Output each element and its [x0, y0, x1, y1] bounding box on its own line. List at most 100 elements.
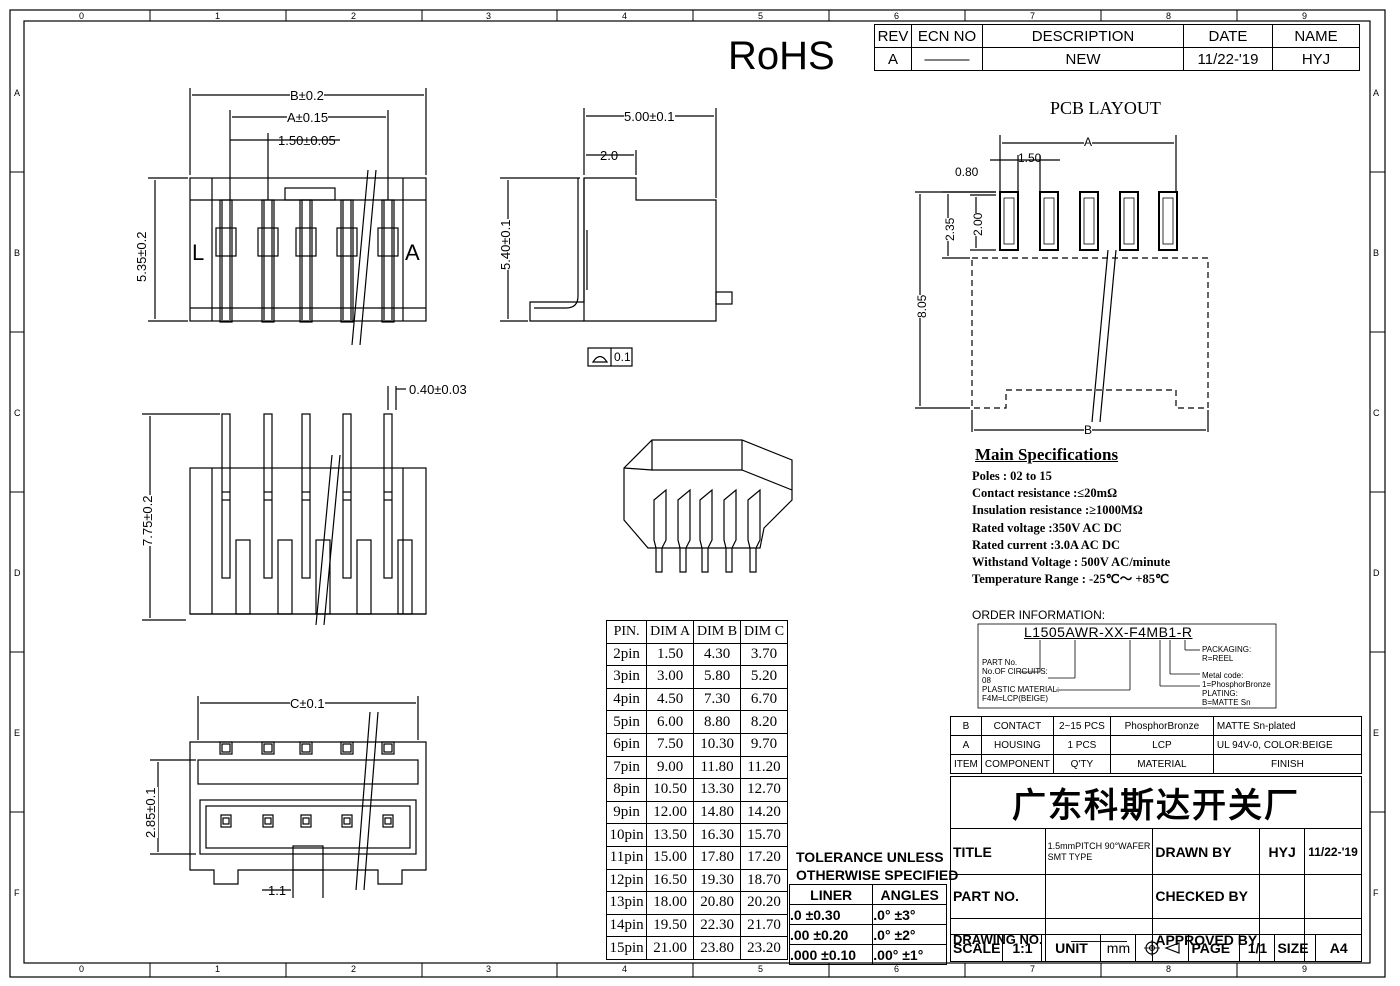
pcb-pad-inner [1003, 197, 1015, 245]
dim-c-value: 23.20 [740, 936, 788, 960]
name-value: HYJ [1272, 47, 1360, 71]
angle-3: .00° ±1° [872, 944, 947, 965]
dim-c-value: 8.20 [740, 710, 788, 734]
pin-foot [220, 814, 232, 828]
pin-top-inner [342, 743, 352, 753]
tolerance-table: LINER ANGLES .0 ±0.30 .0° ±3° .00 ±0.20 … [788, 884, 947, 965]
iso-pin [677, 488, 691, 573]
housing-slot [356, 539, 372, 615]
bottom-view [150, 696, 427, 898]
dim-c-value: 20.20 [740, 891, 788, 915]
title-value: 1.5mmPITCH 90°WAFER SMT TYPE [1044, 827, 1154, 876]
drawn-by-name: HYJ [1259, 827, 1305, 876]
pin-foot-inner [264, 817, 272, 825]
right-row-label: D [1373, 568, 1380, 578]
dim-775: 7.75±0.2 [140, 495, 155, 546]
bom-a-material: LCP [1109, 735, 1214, 755]
pin-top [381, 741, 395, 755]
polarity-a: A [405, 240, 420, 265]
order-note-circuits-value: 08 [982, 676, 991, 685]
pin-top-inner [301, 743, 311, 753]
pin-top-inner [383, 743, 393, 753]
name-header: NAME [1272, 24, 1360, 48]
dim-c-value: 9.70 [740, 732, 788, 757]
pin-col-header: PIN. [605, 620, 648, 644]
bottom-col-label: 9 [1302, 964, 1308, 974]
bottom-col-label: 1 [215, 964, 221, 974]
top-col-label: 2 [351, 11, 357, 21]
front-view [142, 386, 427, 626]
liner-header: LINER [788, 884, 874, 905]
ecn-value: ——— [911, 47, 983, 71]
bom-b-component: CONTACT [980, 716, 1054, 736]
top-col-label: 8 [1166, 11, 1172, 21]
unit-value: mm [1100, 934, 1137, 962]
top-view [148, 88, 427, 346]
spec-contact-resistance: Contact resistance :≤20mΩ [972, 486, 1118, 501]
checked-by-date [1304, 874, 1362, 919]
dim-a-value: 13.50 [646, 823, 695, 847]
housing-slot [235, 539, 251, 615]
pcb-dim-805: 8.05 [915, 294, 929, 318]
pcb-pad [999, 191, 1019, 251]
description-header: DESCRIPTION [982, 24, 1184, 48]
dim-500: 5.00±0.1 [624, 109, 675, 124]
left-row-label: F [14, 888, 20, 898]
dim-a-value: 9.00 [646, 755, 695, 780]
spec-rated-voltage: Rated voltage :350V AC DC [972, 520, 1122, 535]
dim-c-value: 3.70 [740, 642, 788, 667]
dim-040: 0.40±0.03 [409, 382, 467, 397]
left-row-label: A [14, 88, 21, 98]
dim-b-value: 11.80 [693, 755, 742, 780]
iso-pin [747, 488, 761, 573]
bottom-col-label: 5 [758, 964, 764, 974]
pin-foot [262, 814, 274, 828]
pin-latch [336, 227, 358, 257]
pin-contact [219, 199, 233, 323]
pin-count: 2pin [605, 642, 648, 667]
dim-a-value: 7.50 [646, 732, 695, 757]
bom-b-item: B [950, 716, 982, 736]
pin-lead [221, 413, 231, 579]
order-notes-right: PACKAGING: R=REEL Metal code: 1=Phosphor… [1202, 645, 1271, 707]
housing-slot [397, 539, 413, 615]
dim-c-value: 21.70 [740, 913, 788, 938]
order-code: L1505AWR-XX-F4MB1-R [1024, 624, 1193, 640]
dim-b-value: 14.80 [693, 800, 742, 825]
pcb-pad [1039, 191, 1059, 251]
pcb-title: PCB LAYOUT [1050, 98, 1161, 118]
unit-label: UNIT [1041, 934, 1102, 962]
pcb-dim-235: 2.35 [943, 217, 957, 241]
pin-foot [341, 814, 353, 828]
liner-3: .000 ±0.10 [788, 944, 874, 965]
dim-a: A±0.15 [287, 110, 329, 125]
bom-b-material: PhosphorBronze [1109, 716, 1214, 736]
company-name: 广东科斯达开关厂 [1012, 786, 1300, 826]
spec-insulation-resistance: Insulation resistance :≥1000MΩ [972, 503, 1143, 518]
dim-a-value: 12.00 [646, 800, 695, 825]
pin-lead [342, 413, 352, 579]
pin-count: 5pin [605, 710, 648, 734]
pin-count: 10pin [605, 823, 648, 847]
pin-contact [340, 199, 354, 323]
iso-pin [699, 488, 713, 573]
drawn-date: 11/22-'19 [1304, 827, 1362, 876]
dim-c-value: 5.20 [740, 665, 788, 689]
tolerance-title-1: TOLERANCE UNLESS [796, 849, 944, 865]
dim-a-value: 3.00 [646, 665, 695, 689]
pcb-pad-inner [1043, 197, 1055, 245]
dim-b-value: 5.80 [693, 665, 742, 689]
rev-header: REV [874, 24, 912, 48]
pin-top-inner [263, 743, 273, 753]
pin-count: 14pin [605, 913, 648, 938]
dim-a-value: 10.50 [646, 778, 695, 802]
bottom-col-label: 4 [622, 964, 628, 974]
dim-b: B±0.2 [290, 88, 324, 103]
dim-b-value: 10.30 [693, 732, 742, 757]
